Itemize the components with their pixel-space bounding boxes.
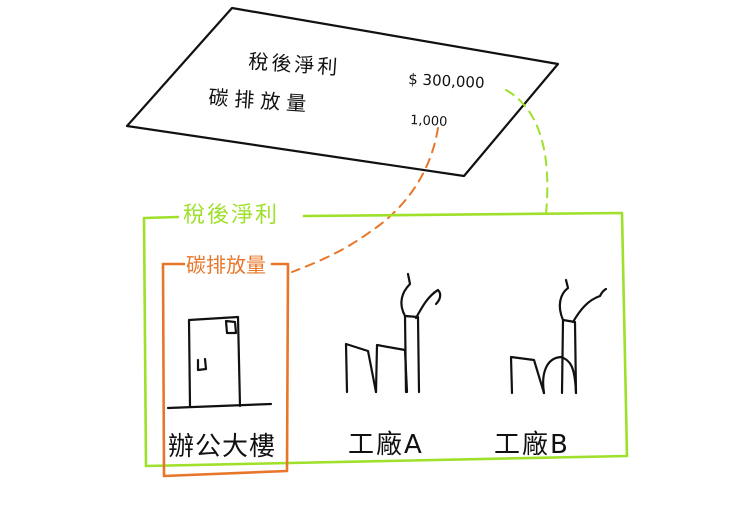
facility-label-factory-a: 工廠A [348, 430, 424, 460]
profit-boundary-frame [142, 211, 629, 468]
report-profit-label: 稅後淨利 [248, 49, 341, 79]
profit-connector [505, 89, 549, 215]
office-building-icon [166, 315, 273, 410]
report-emission-label: 碳排放量 [208, 85, 313, 116]
boundary-emission-label: 碳排放量 [186, 253, 266, 277]
report-profit-value: $ 300,000 [408, 70, 485, 92]
emission-connector [291, 127, 439, 273]
report-card-outline [125, 6, 560, 178]
facility-label-office: 辦公大樓 [168, 432, 276, 462]
boundary-profit-label: 稅後淨利 [183, 203, 279, 228]
emission-boundary-frame [161, 262, 290, 478]
facility-label-factory-b: 工廠B [494, 430, 570, 460]
report-card: 稅後淨利 碳排放量 $ 300,000 1,000 [125, 6, 560, 178]
factory-b-icon [509, 278, 608, 395]
report-emission-value: 1,000 [410, 113, 448, 130]
factory-a-icon [344, 272, 442, 394]
profit-boundary: 稅後淨利 [142, 203, 629, 468]
emission-boundary: 碳排放量 [161, 253, 290, 478]
